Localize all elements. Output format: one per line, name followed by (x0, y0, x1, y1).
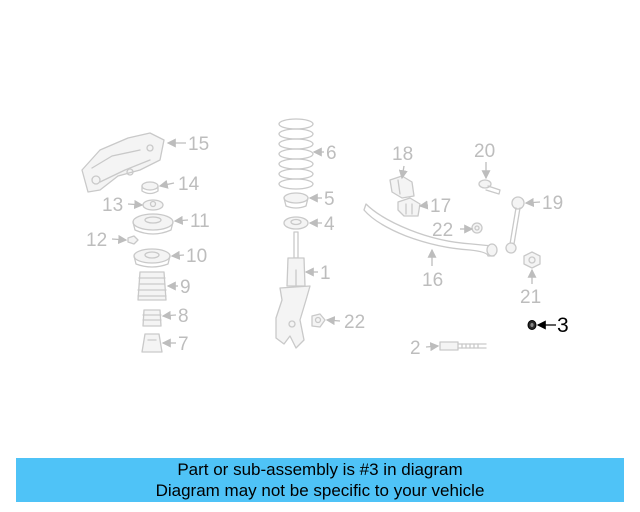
callout-4: 4 (324, 214, 335, 235)
nut-part-3-highlighted (527, 320, 537, 330)
callout-9: 9 (180, 277, 191, 298)
coil-spring-part-6 (278, 118, 314, 190)
callout-7: 7 (178, 334, 189, 355)
callout-6: 6 (326, 143, 337, 164)
bolt-part-20 (478, 179, 501, 195)
bump-stop-part-8 (142, 309, 162, 327)
bracket-part-17 (397, 197, 421, 217)
strut-assembly-part-1 (275, 231, 311, 349)
bushing-part-18 (389, 175, 415, 199)
callout-2: 2 (410, 338, 421, 359)
callout-10: 10 (186, 246, 207, 267)
callout-5: 5 (324, 189, 335, 210)
spring-pad-part-5 (283, 192, 309, 209)
callout-18: 18 (392, 144, 413, 165)
callout-16: 16 (422, 270, 443, 291)
stabilizer-bar-part-16 (363, 203, 498, 257)
callout-8: 8 (178, 306, 189, 327)
nut-part-22b (471, 222, 483, 234)
nut-part-22a (311, 313, 326, 328)
callout-17: 17 (430, 196, 451, 217)
strut-mount-part-13 (142, 199, 164, 211)
link-part-19 (505, 196, 525, 254)
boot-part-7 (141, 333, 163, 353)
callout-13: 13 (102, 195, 123, 216)
info-banner: Part or sub-assembly is #3 in diagram Di… (16, 458, 624, 502)
dust-boot-part-9 (137, 271, 167, 301)
knuckle-bracket-part (81, 132, 165, 193)
spring-seat-part-10 (133, 248, 171, 268)
callout-19: 19 (542, 193, 563, 214)
callout-1: 1 (320, 263, 331, 284)
nut-part-12 (127, 235, 139, 245)
callout-22-strut: 22 (344, 312, 365, 333)
bolt-part-2 (439, 341, 487, 351)
leader-lines (111, 138, 556, 352)
callout-12: 12 (86, 230, 107, 251)
nut-part-21 (523, 251, 541, 269)
callout-15: 15 (188, 134, 209, 155)
callout-14: 14 (178, 174, 200, 195)
banner-line-1: Part or sub-assembly is #3 in diagram (177, 460, 463, 479)
callout-22-bar: 22 (432, 220, 453, 241)
upper-mount-part-11 (132, 213, 174, 235)
callout-21: 21 (520, 287, 541, 308)
bump-cap-part-14 (141, 181, 159, 195)
banner-line-2: Diagram may not be specific to your vehi… (155, 481, 485, 500)
callout-3-highlighted: 3 (557, 314, 569, 337)
callout-11: 11 (190, 211, 210, 232)
callout-20: 20 (474, 141, 495, 162)
spring-seat-part-4 (283, 216, 309, 230)
